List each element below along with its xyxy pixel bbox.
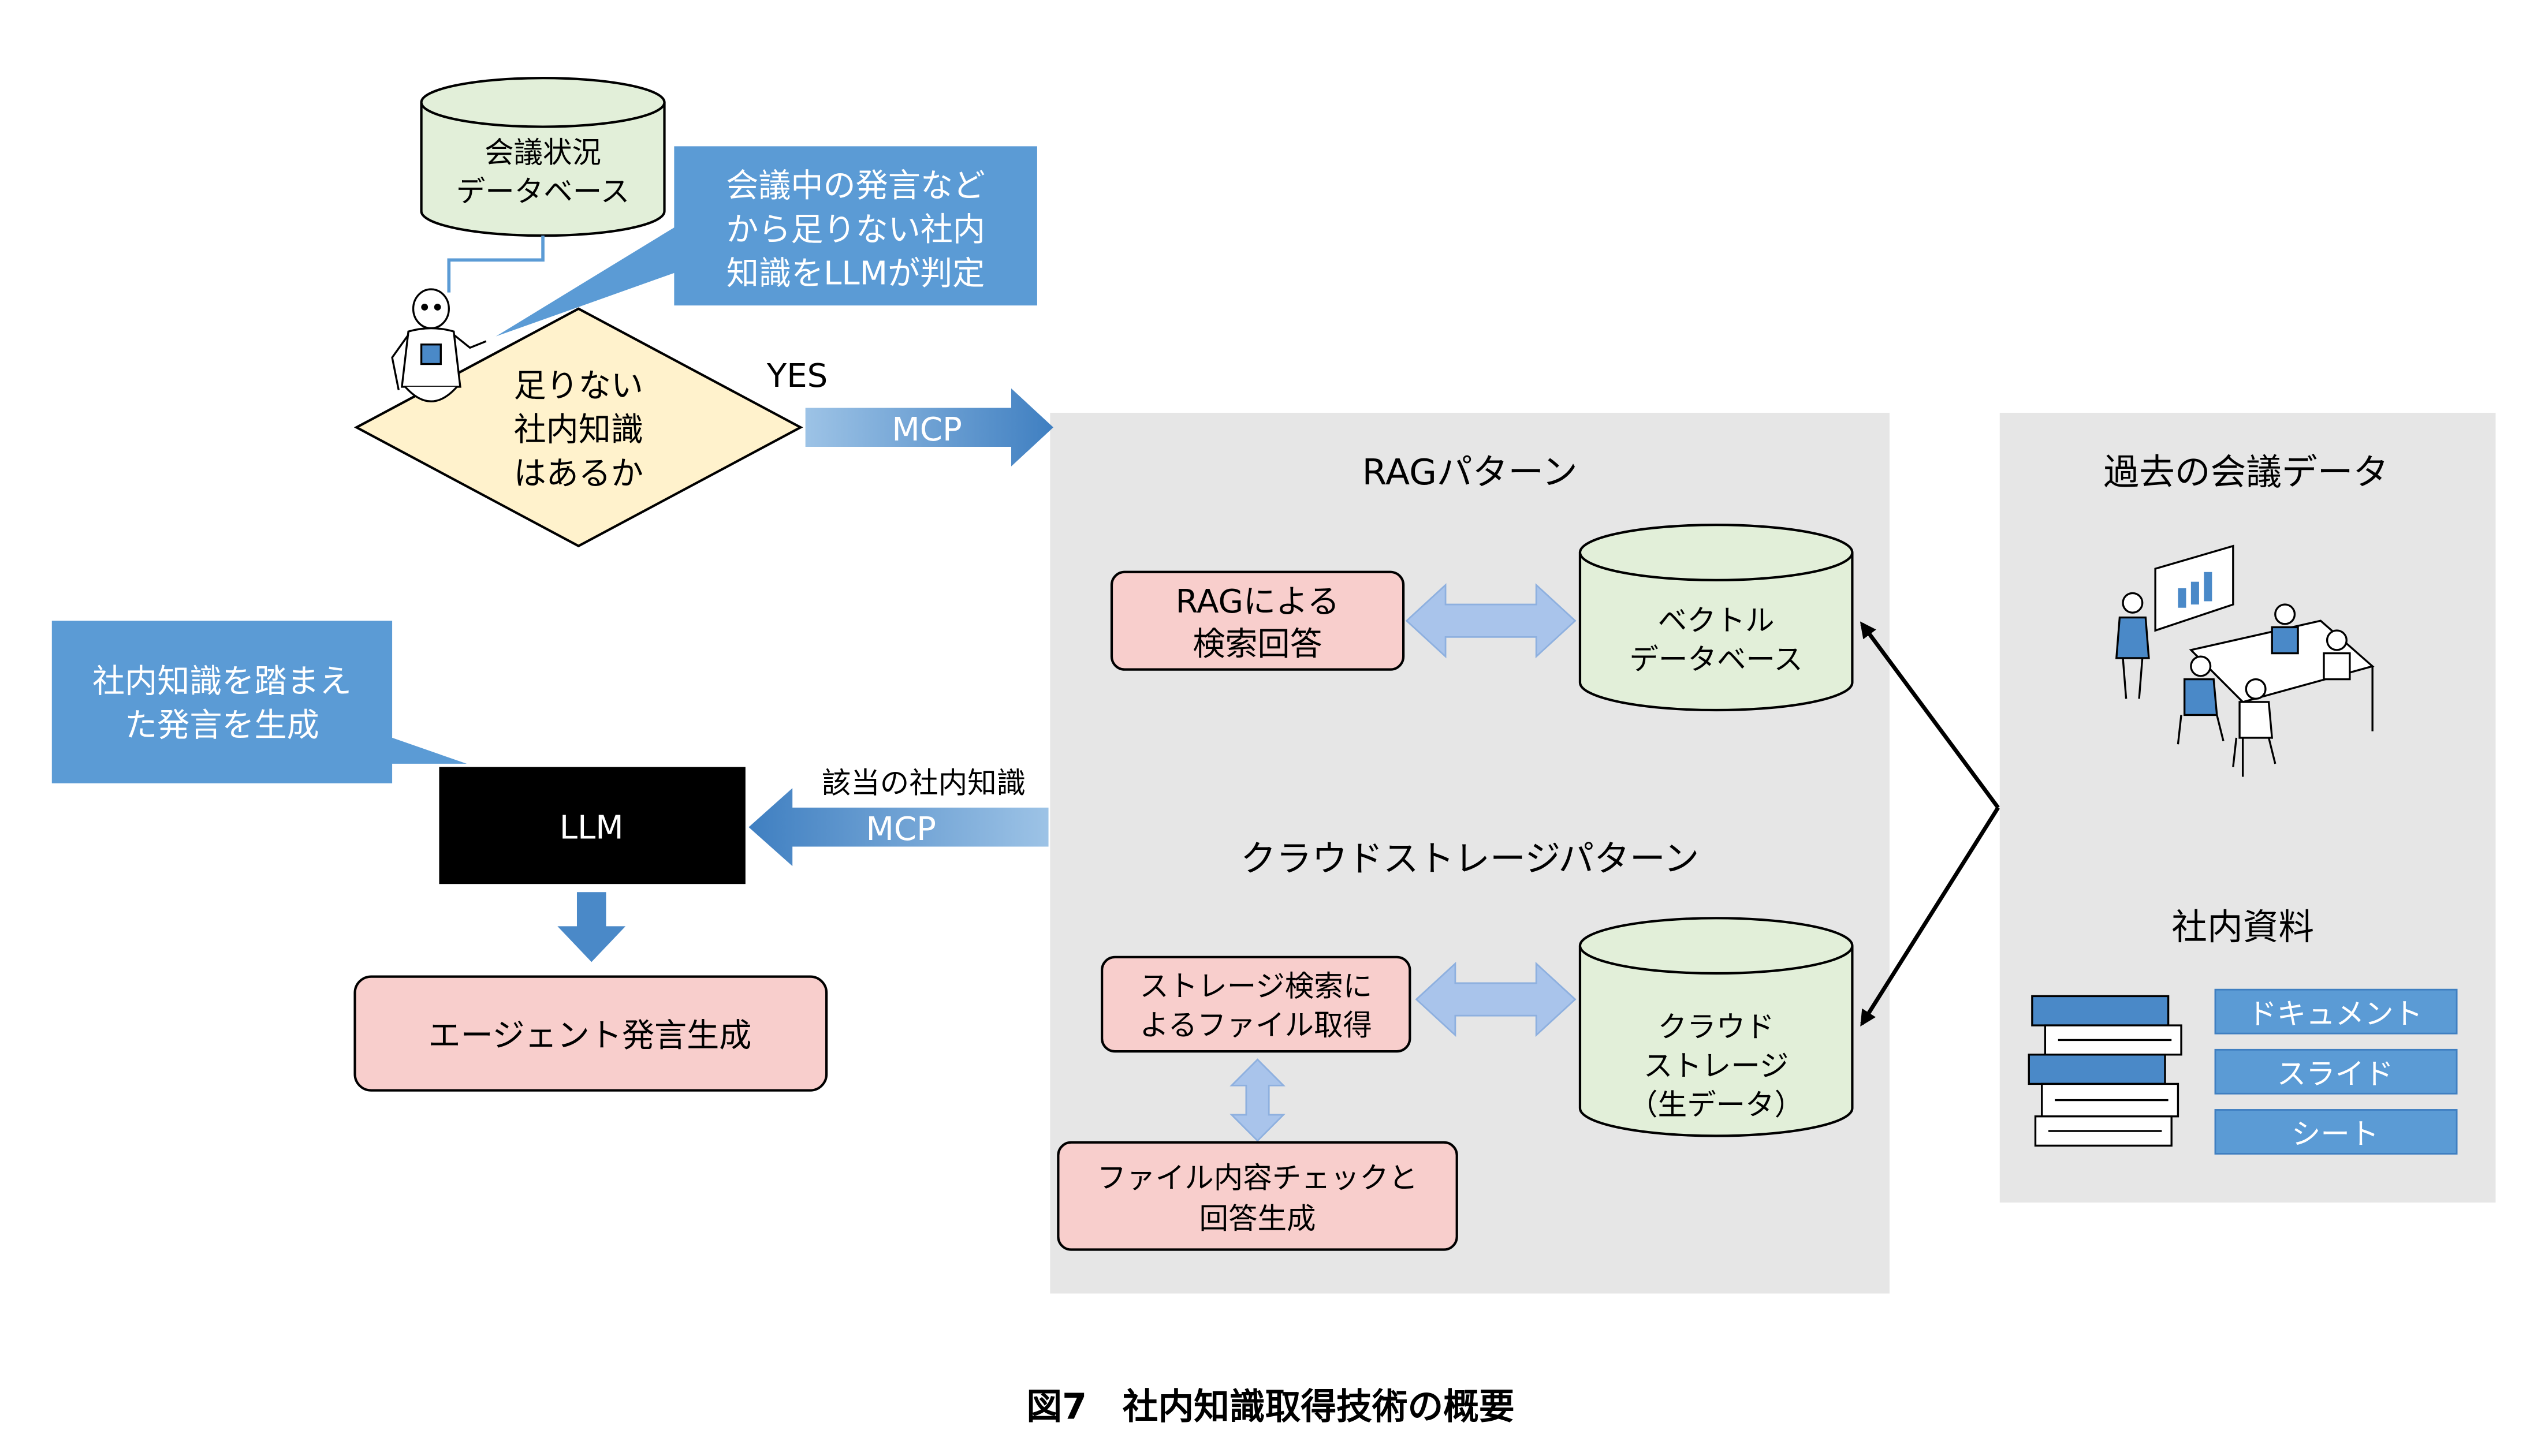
vertical-bidirectional-arrow [1229, 1058, 1286, 1142]
rag-bidirectional-arrow [1405, 583, 1577, 659]
llm-label: LLM [560, 809, 624, 846]
down-arrow [557, 892, 626, 962]
storage-search-line-2: よるファイル取得 [1139, 1008, 1372, 1042]
internal-docs-title: 社内資料 [2171, 906, 2314, 948]
llm-box: LLM [439, 767, 746, 884]
doc-tag-sheets-label: シート [2292, 1117, 2379, 1151]
decision-line-1: 足りない [514, 367, 643, 405]
vector-db-line-1: ベクトル [1658, 603, 1775, 637]
cloud-pattern-title: クラウドストレージパターン [1240, 838, 1699, 880]
mcp-request-label: MCP [892, 411, 962, 449]
vector-db-line-2: データベース [1629, 643, 1802, 677]
judge-callout-line-1: 会議中の発言など [726, 167, 985, 205]
doc-tag-slides-label: スライド [2277, 1056, 2394, 1091]
cloud-bidirectional-arrow [1415, 961, 1577, 1037]
agent-output-box: エージェント発言生成 [353, 975, 828, 1092]
meeting-status-database: 会議状況 データベース [420, 76, 666, 237]
figure-caption: 図7 社内知識取得技術の概要 [1026, 1386, 1514, 1427]
judge-callout: 会議中の発言など から足りない社内 知識をLLMが判定 [495, 146, 1037, 337]
generate-callout-line-2: た発言を生成 [125, 707, 319, 744]
generate-callout-line-1: 社内知識を踏まえ [92, 663, 352, 700]
doc-tag-slides: スライド [2214, 1048, 2458, 1095]
cloud-storage-line-1: クラウド [1658, 1010, 1775, 1044]
robot-icon [391, 288, 487, 402]
cloud-storage: クラウド ストレージ （生データ） [1578, 917, 1854, 1137]
mcp-response-caption: 該当の社内知識 [822, 766, 1026, 800]
storage-search-line-1: ストレージ検索に [1139, 969, 1372, 1003]
rag-search-box: RAGによる 検索回答 [1110, 570, 1405, 671]
file-check-line-1: ファイル内容チェックと [1097, 1160, 1418, 1194]
cloud-storage-line-3: （生データ） [1629, 1088, 1804, 1122]
vector-database: ベクトル データベース [1578, 524, 1854, 712]
doc-tag-documents-label: ドキュメント [2248, 996, 2423, 1031]
source-to-storage-arrows [1860, 621, 2000, 1027]
mcp-response-label: MCP [866, 811, 936, 848]
doc-tag-sheets: シート [2214, 1109, 2458, 1155]
mcp-response-arrow: MCP [748, 788, 1049, 867]
meeting-db-label-1: 会議状況 [485, 135, 601, 169]
file-check-box: ファイル内容チェックと 回答生成 [1057, 1141, 1458, 1251]
rag-search-line-1: RAGによる [1175, 583, 1339, 621]
document-stack-icon [2028, 995, 2182, 1147]
agent-output-label: エージェント発言生成 [428, 1017, 751, 1055]
rag-search-line-2: 検索回答 [1193, 625, 1322, 663]
meeting-db-label-2: データベース [456, 174, 629, 208]
file-check-line-2: 回答生成 [1199, 1201, 1316, 1235]
past-meetings-title: 過去の会議データ [2103, 451, 2389, 493]
cloud-storage-line-2: ストレージ [1644, 1048, 1789, 1082]
doc-tag-documents: ドキュメント [2214, 988, 2458, 1035]
judge-callout-line-3: 知識をLLMが判定 [726, 255, 985, 293]
decision-diamond: 足りない 社内知識 はあるか [353, 307, 803, 548]
rag-pattern-title: RAGパターン [1362, 451, 1578, 493]
storage-search-box: ストレージ検索に よるファイル取得 [1101, 955, 1411, 1053]
decision-line-3: はあるか [514, 455, 643, 492]
meeting-illustration-icon [2115, 544, 2375, 777]
mcp-request-arrow: MCP [805, 388, 1053, 466]
db-robot-connector [447, 236, 545, 293]
judge-callout-line-2: から足りない社内 [726, 211, 985, 249]
generate-callout: 社内知識を踏まえ た発言を生成 [51, 621, 467, 783]
yes-label: YES [766, 357, 828, 395]
decision-line-2: 社内知識 [514, 411, 643, 449]
